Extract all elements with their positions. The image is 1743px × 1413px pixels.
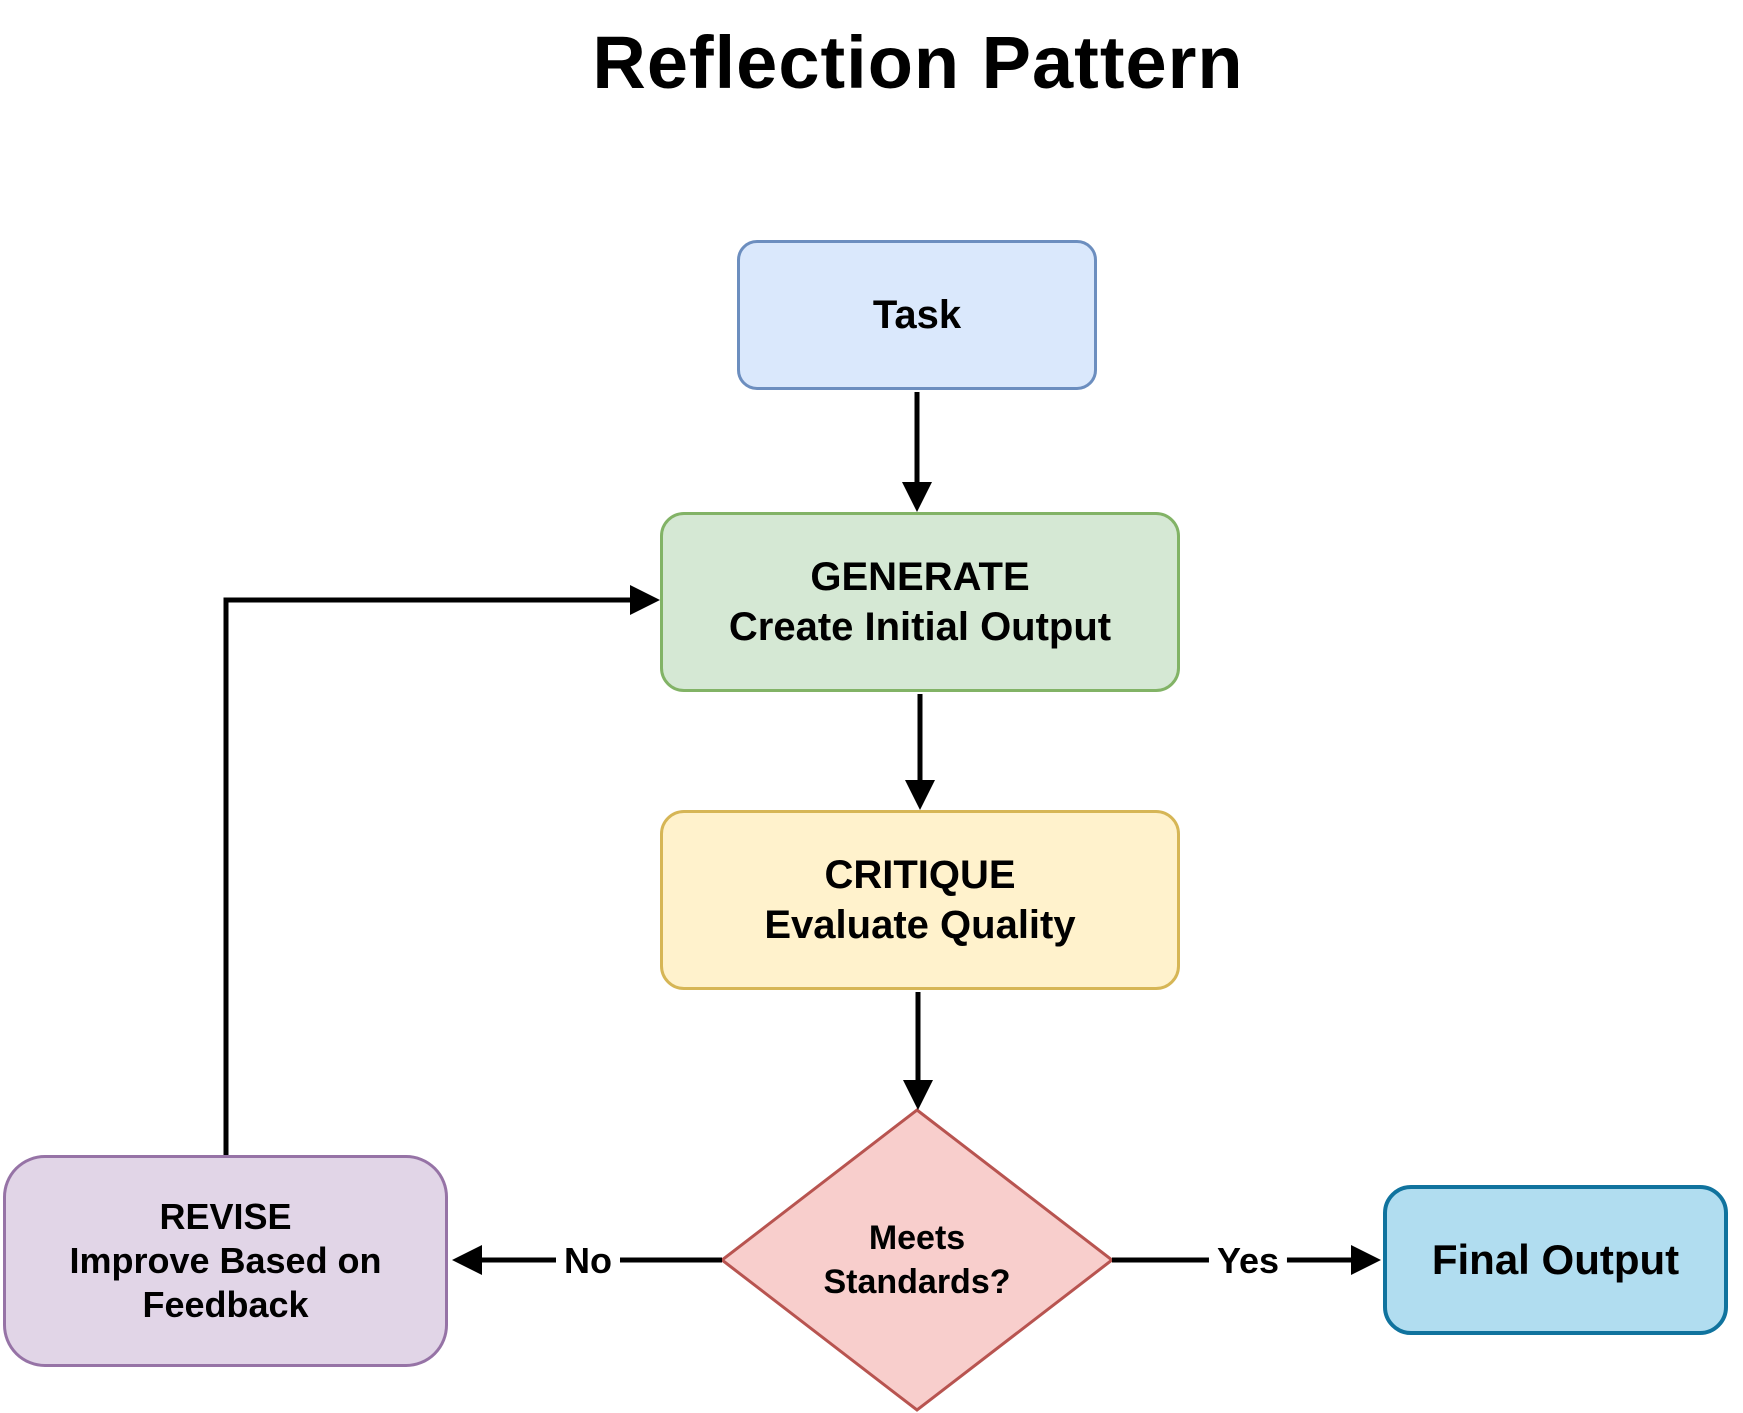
node-task: Task [737, 240, 1097, 390]
node-revise: REVISE Improve Based on Feedback [3, 1155, 448, 1367]
edge-label-no: No [556, 1241, 620, 1281]
decision-line2: Standards? [823, 1263, 1011, 1301]
final-output-label: Final Output [1431, 1236, 1680, 1283]
arrowhead-task-generate [902, 482, 932, 512]
diagram-title: Reflection Pattern [592, 21, 1244, 104]
node-final-output: Final Output [1383, 1185, 1728, 1335]
revise-subtitle-line2: Feedback [142, 1283, 309, 1325]
arrowhead-decision-final [1351, 1245, 1381, 1275]
generate-subtitle: Create Initial Output [728, 605, 1112, 649]
critique-title: CRITIQUE [824, 853, 1016, 897]
arrowhead-revise-generate [630, 585, 660, 615]
task-label: Task [872, 292, 962, 337]
arrowhead-critique-decision [903, 1080, 933, 1110]
edge-revise-generate-loop [223, 597, 630, 1155]
node-generate: GENERATE Create Initial Output [660, 512, 1180, 692]
decision-diamond-shape [719, 1108, 1115, 1412]
decision-line1: Meets [868, 1218, 966, 1257]
generate-title: GENERATE [810, 555, 1030, 599]
arrowhead-decision-revise [452, 1245, 482, 1275]
revise-subtitle-line1: Improve Based on [69, 1240, 382, 1282]
node-decision-label: Meets Standards? [767, 1190, 1067, 1330]
edge-label-yes: Yes [1208, 1241, 1288, 1281]
revise-title: REVISE [159, 1196, 292, 1238]
node-critique: CRITIQUE Evaluate Quality [660, 810, 1180, 990]
arrowhead-generate-critique [905, 780, 935, 810]
critique-subtitle: Evaluate Quality [764, 903, 1076, 947]
